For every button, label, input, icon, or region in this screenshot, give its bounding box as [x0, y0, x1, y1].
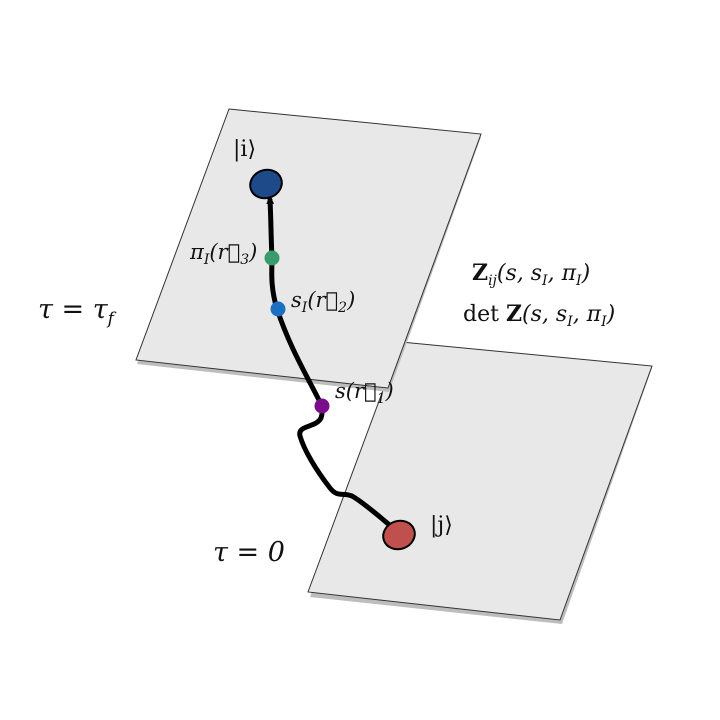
- svg-text:|j⟩: |j⟩: [430, 513, 453, 538]
- z-matrix-rest2-sub: I: [575, 273, 582, 289]
- top-plane-label-main: τ = τ: [38, 294, 109, 325]
- top-plane-label-sub: f: [106, 309, 117, 329]
- svg-text:sI(r⃗2): sI(r⃗2): [291, 288, 355, 316]
- z-matrix-label: Zij(s, sI, πI): [472, 260, 590, 289]
- initial-state: |i⟩: [233, 137, 283, 200]
- point-s-arg-close: ): [385, 379, 394, 403]
- point-s-i-sub: I: [301, 300, 308, 316]
- point-s-i-arg-sub: 2: [337, 300, 347, 316]
- svg-text:|i⟩: |i⟩: [233, 137, 256, 162]
- final-state: |j⟩: [382, 513, 453, 551]
- z-matrix-rest2: , π: [548, 261, 577, 286]
- z-det-prefix: det: [463, 302, 506, 327]
- z-det-rest2: , π: [573, 302, 602, 327]
- point-s-arg: (r⃗: [346, 379, 377, 403]
- z-matrix-rest-sub: I: [541, 273, 548, 289]
- z-determinant-label: det Z(s, sI, πI): [463, 301, 615, 330]
- point-s-i-label: s: [291, 288, 302, 312]
- point-s-i: sI(r⃗2): [270, 288, 355, 317]
- top-plane-label: τ = τf: [38, 294, 117, 329]
- z-matrix-sub: ij: [488, 273, 497, 289]
- point-s-i-arg-close: ): [346, 288, 355, 312]
- z-matrix-bold: Z: [472, 260, 488, 286]
- z-det-bold: Z: [506, 301, 522, 327]
- bottom-plane: [307, 341, 653, 624]
- point-pi-arg-sub: 3: [240, 252, 249, 268]
- svg-text:s(r⃗1): s(r⃗1): [335, 379, 394, 407]
- z-det-rest-sub: I: [566, 314, 573, 330]
- worldline-path: [266, 196, 402, 536]
- top-plane: [135, 108, 482, 392]
- initial-state-label: |i⟩: [233, 137, 256, 162]
- point-pi-arg-close: ): [248, 240, 257, 264]
- point-pi-sub: I: [203, 252, 210, 268]
- z-det-close: ): [606, 302, 616, 327]
- point-pi-arg: (r⃗: [209, 240, 240, 264]
- point-s: s(r⃗1): [314, 379, 394, 414]
- z-matrix-rest: (s, s: [497, 261, 542, 286]
- svg-text:πI(r⃗3): πI(r⃗3): [189, 240, 257, 268]
- bottom-plane-label: τ = 0: [213, 537, 285, 568]
- bottom-plane-label-main: τ = 0: [213, 537, 285, 568]
- point-pi-marker: [264, 250, 280, 266]
- final-state-label: |j⟩: [430, 513, 453, 538]
- point-pi-label: π: [189, 240, 205, 264]
- point-s-label: s: [335, 379, 346, 403]
- z-det-rest2-sub: I: [600, 314, 607, 330]
- point-pi: πI(r⃗3): [189, 240, 280, 268]
- point-s-i-marker: [270, 301, 286, 317]
- initial-state-marker: [249, 168, 283, 200]
- point-s-arg-sub: 1: [377, 391, 386, 407]
- point-s-i-arg: (r⃗: [307, 288, 338, 312]
- z-det-rest: (s, s: [522, 302, 567, 327]
- final-state-marker: [382, 519, 416, 551]
- point-s-marker: [314, 398, 330, 414]
- z-matrix-close: ): [581, 261, 591, 286]
